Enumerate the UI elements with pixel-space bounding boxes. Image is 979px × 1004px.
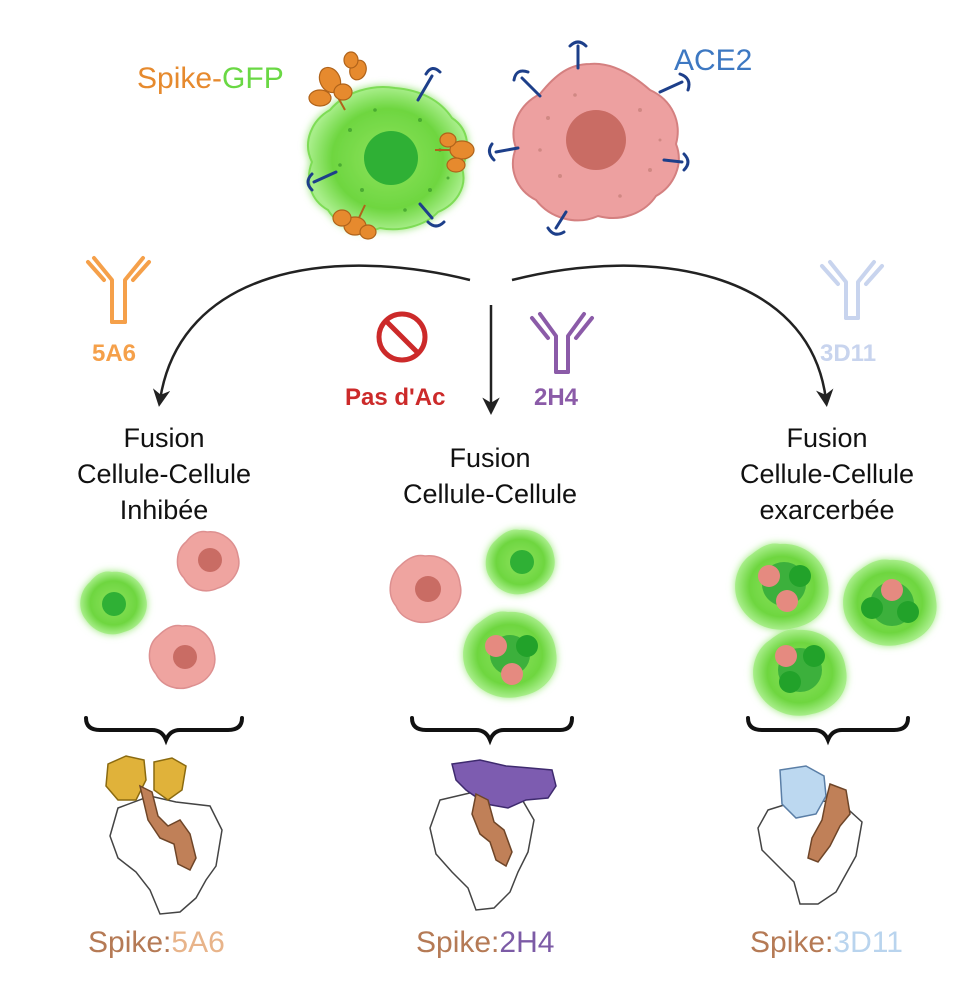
outcome-normal-line-2: Cellule-Cellule — [402, 479, 578, 509]
structure-3d11-spike: Spike: — [750, 926, 834, 959]
structure-spike-2h4 — [429, 759, 557, 911]
structure-2h4-ab: 2H4 — [499, 926, 555, 959]
cells-exacerbated-group — [735, 543, 937, 716]
antibody-3d11-icon — [820, 260, 884, 320]
antibody-5a6-label: 5A6 — [92, 340, 137, 367]
gfp-word: GFP — [222, 62, 284, 95]
outcome-normal: Fusion Cellule-Cellule — [370, 440, 610, 512]
outcome-exacerbated: Fusion Cellule-Cellule exarcerbée — [707, 420, 947, 528]
antibody-2h4-label: 2H4 — [534, 384, 579, 411]
structure-spike-3d11 — [757, 765, 863, 905]
structure-5a6-spike: Spike: — [88, 926, 172, 959]
brace-middle — [410, 716, 574, 746]
antibody-2h4-icon — [530, 312, 594, 374]
outcome-normal-line-1: Fusion — [449, 443, 531, 473]
ace2-label: ACE2 — [674, 44, 753, 77]
outcome-exacerbated-line-1: Fusion — [786, 423, 868, 453]
ace2-cell — [511, 62, 680, 222]
cells-inhibited-group — [80, 530, 240, 690]
arrow-to-inhibited — [152, 264, 471, 407]
no-antibody-icon — [376, 311, 428, 363]
structure-label-2h4: Spike:2H4 — [416, 926, 554, 960]
pathway-arrows — [152, 264, 834, 415]
ace2-receptor-icons — [487, 40, 691, 236]
spike-word: Spike — [137, 62, 213, 95]
brace-right — [746, 716, 910, 746]
antibody-5a6-icon — [86, 256, 151, 324]
antibody-3d11-label: 3D11 — [820, 340, 877, 367]
outcome-exacerbated-line-2: Cellule-Cellule — [739, 459, 915, 489]
structure-spike-5a6 — [105, 755, 223, 915]
braces — [84, 716, 910, 746]
structure-5a6-ab: 5A6 — [171, 926, 225, 959]
structure-label-5a6: Spike:5A6 — [88, 926, 225, 960]
outcome-exacerbated-line-3: exarcerbée — [759, 495, 895, 525]
dash-word: - — [212, 62, 223, 95]
outcome-inhibited: Fusion Cellule-Cellule Inhibée — [44, 420, 284, 528]
receptor-icons-gfp-cell — [306, 67, 446, 228]
spike-gfp-label: Spike-GFP — [137, 62, 284, 96]
outcome-inhibited-line-2: Cellule-Cellule — [76, 459, 252, 489]
spike-protein-icons — [308, 51, 475, 240]
structure-label-3d11: Spike:3D11 — [750, 926, 903, 960]
cells-normal-group — [389, 529, 557, 698]
spike-gfp-cell — [307, 86, 469, 232]
structure-2h4-spike: Spike: — [416, 926, 500, 959]
arrow-to-exacerbated — [511, 264, 834, 407]
structure-3d11-ab: 3D11 — [833, 926, 903, 959]
no-antibody-label: Pas d'Ac — [345, 384, 446, 411]
outcome-inhibited-line-3: Inhibée — [119, 495, 209, 525]
brace-left — [84, 716, 244, 746]
outcome-inhibited-line-1: Fusion — [123, 423, 205, 453]
